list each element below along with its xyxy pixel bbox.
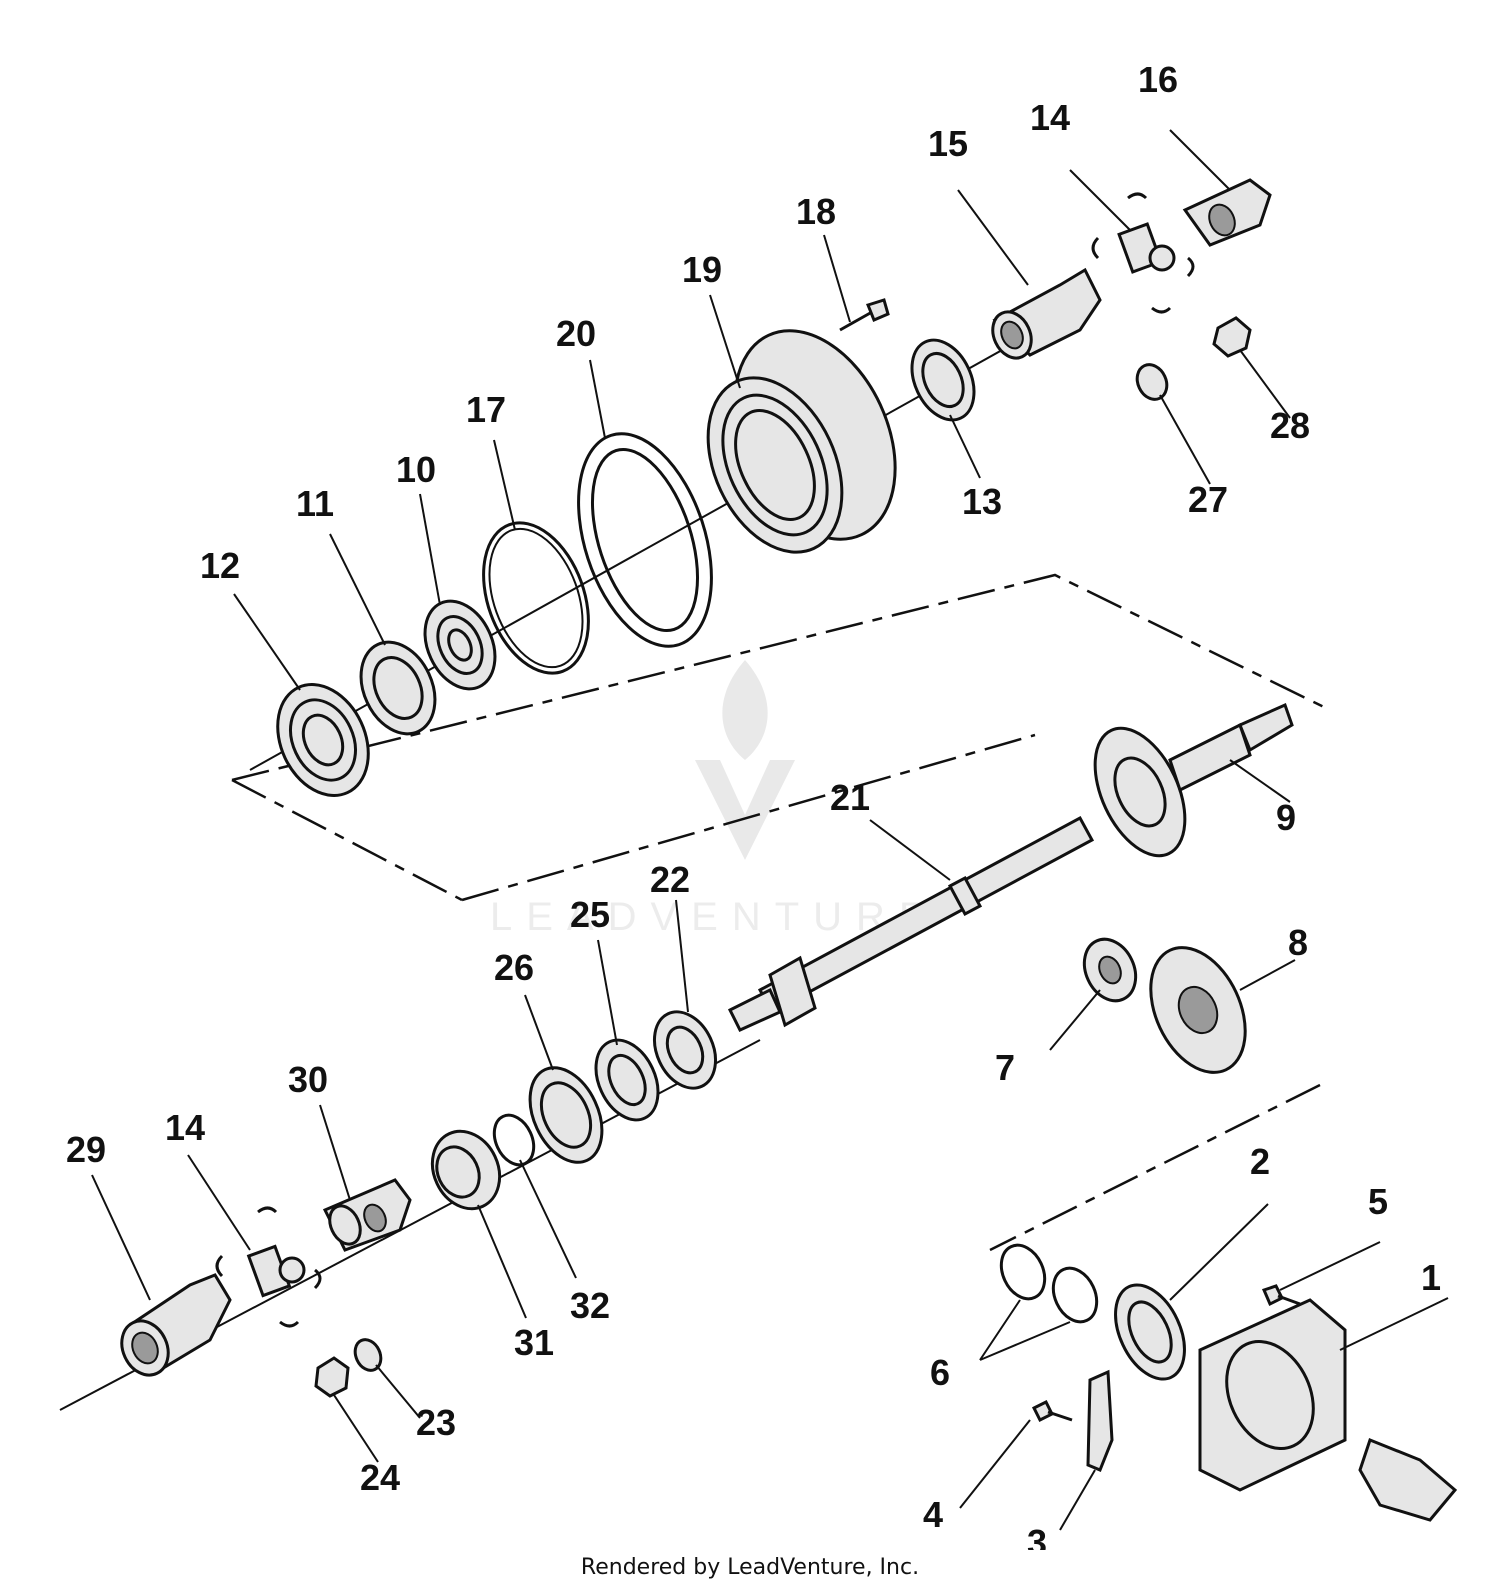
bearing-group-outline-lower bbox=[231, 778, 463, 902]
callout-25: 25 bbox=[570, 894, 610, 935]
part-31-spacer bbox=[430, 1129, 502, 1211]
part-3-bracket bbox=[1086, 1369, 1114, 1472]
callout-17: 17 bbox=[466, 389, 506, 430]
callout-23: 23 bbox=[416, 1402, 456, 1443]
part-32-o-ring bbox=[492, 1113, 536, 1167]
callout-14-upper: 14 bbox=[1030, 97, 1070, 138]
callout-24: 24 bbox=[360, 1457, 400, 1498]
callout-5: 5 bbox=[1368, 1181, 1388, 1222]
bearing-group-outline bbox=[231, 573, 1331, 782]
callout-7: 7 bbox=[995, 1047, 1015, 1088]
watermark-logo bbox=[695, 660, 795, 860]
part-17-o-ring-inner bbox=[488, 527, 584, 669]
shaft-axis-line bbox=[461, 733, 1036, 902]
part-24-nut bbox=[314, 1356, 350, 1398]
callout-30: 30 bbox=[288, 1059, 328, 1100]
part-27-washer bbox=[1135, 363, 1169, 401]
part-29-yoke bbox=[120, 1273, 232, 1377]
callout-3: 3 bbox=[1027, 1522, 1047, 1550]
callout-10: 10 bbox=[396, 449, 436, 490]
render-credit: Rendered by LeadVenture, Inc. bbox=[580, 1555, 920, 1580]
callout-22: 22 bbox=[650, 859, 690, 900]
part-15-yoke bbox=[991, 267, 1102, 360]
part-12-bearing bbox=[276, 683, 370, 797]
part-30-yoke bbox=[322, 1178, 412, 1252]
callout-11: 11 bbox=[296, 483, 334, 524]
part-14-u-joint-lower bbox=[215, 1206, 322, 1328]
callout-16: 16 bbox=[1138, 59, 1178, 100]
callout-6: 6 bbox=[930, 1352, 950, 1393]
part-6-shim-b bbox=[1051, 1266, 1099, 1324]
part-18-bolt bbox=[839, 298, 890, 332]
callout-15: 15 bbox=[928, 123, 968, 164]
part-25-bearing-race bbox=[594, 1038, 660, 1122]
part-9-pinion-gear bbox=[1093, 702, 1294, 858]
part-28-nut bbox=[1212, 316, 1252, 358]
part-1-housing bbox=[1198, 1298, 1458, 1522]
part-21-shaft bbox=[727, 815, 1095, 1032]
part-7-thrust-washer bbox=[1082, 937, 1138, 1003]
callout-27: 27 bbox=[1188, 479, 1228, 520]
exploded-parts-diagram: LEADVENTURE bbox=[59, 59, 1458, 1550]
callout-12: 12 bbox=[200, 545, 240, 586]
callout-4: 4 bbox=[923, 1494, 943, 1535]
part-14-u-joint-upper bbox=[1091, 192, 1195, 314]
part-6-shim-a bbox=[999, 1243, 1047, 1301]
upper-axis bbox=[249, 339, 1021, 771]
part-22-bearing bbox=[653, 1010, 717, 1090]
part-4-bolt bbox=[1031, 1399, 1073, 1423]
part-8-ring-gear bbox=[1149, 946, 1247, 1074]
part-16-yoke bbox=[1182, 178, 1272, 247]
callout-14-lower: 14 bbox=[165, 1107, 205, 1148]
part-5-bolt bbox=[1261, 1284, 1301, 1307]
callout-19: 19 bbox=[682, 249, 722, 290]
callout-26: 26 bbox=[494, 947, 534, 988]
part-11-bearing-race bbox=[359, 640, 437, 736]
callout-1: 1 bbox=[1421, 1257, 1441, 1298]
callout-31: 31 bbox=[514, 1322, 554, 1363]
callout-21: 21 bbox=[830, 777, 870, 818]
callout-29: 29 bbox=[66, 1129, 106, 1170]
callout-2: 2 bbox=[1250, 1141, 1270, 1182]
part-20-gasket bbox=[577, 432, 713, 648]
callout-32: 32 bbox=[570, 1285, 610, 1326]
callout-20: 20 bbox=[556, 313, 596, 354]
part-17-o-ring bbox=[482, 521, 590, 675]
part-26-seal bbox=[528, 1066, 604, 1164]
leader-lines bbox=[91, 129, 1449, 1531]
part-19-housing bbox=[706, 329, 897, 554]
callout-28: 28 bbox=[1270, 405, 1310, 446]
watermark-text: LEADVENTURE bbox=[490, 895, 940, 939]
part-23-washer bbox=[353, 1338, 383, 1372]
callout-8: 8 bbox=[1288, 922, 1308, 963]
callout-13: 13 bbox=[962, 481, 1002, 522]
callout-18: 18 bbox=[796, 191, 836, 232]
gear-group-outline bbox=[989, 1083, 1321, 1252]
callout-9: 9 bbox=[1276, 797, 1296, 838]
part-13-seal bbox=[910, 338, 976, 422]
part-2-bearing bbox=[1114, 1283, 1186, 1381]
